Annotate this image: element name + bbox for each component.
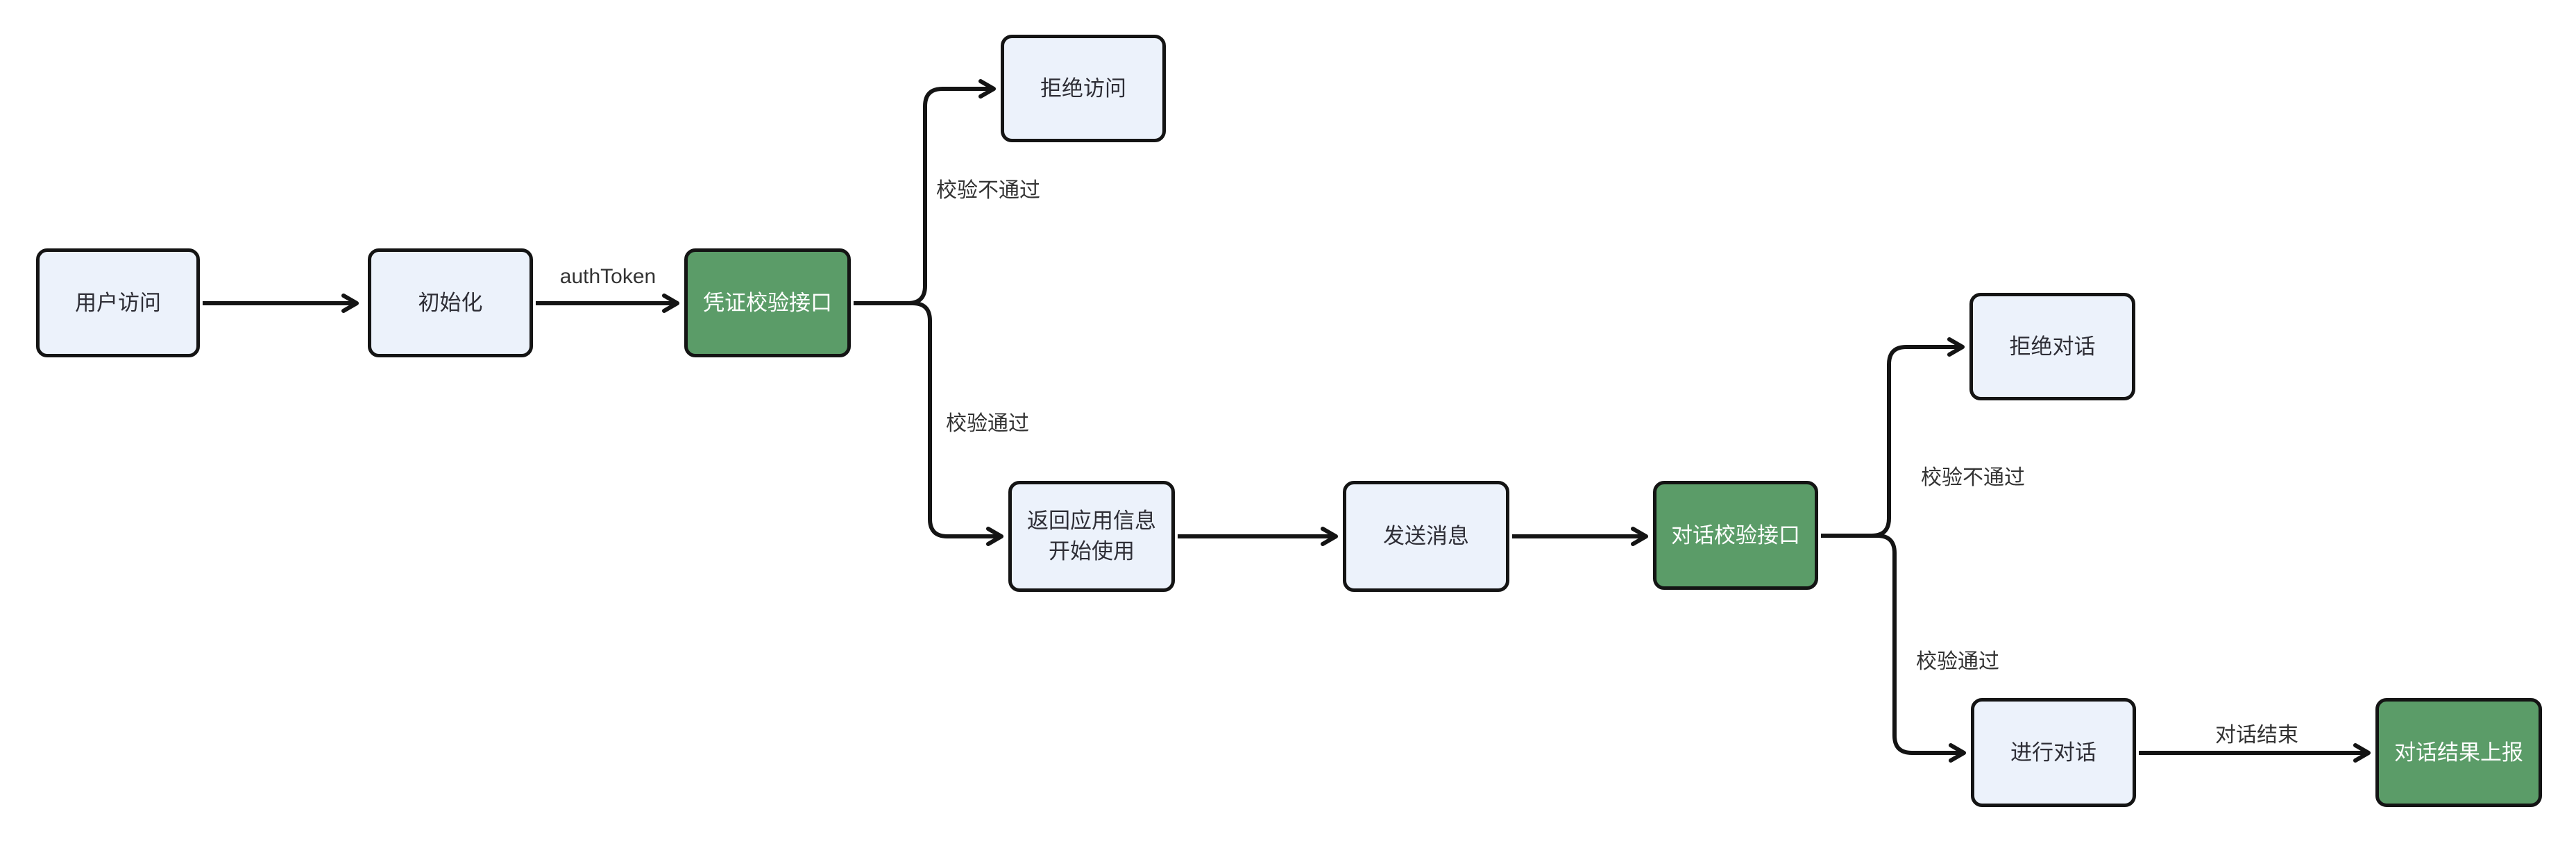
edge-dialog-check-to-do-dialog [1821,534,1966,763]
edge-credential-check-to-return-app-info [854,301,1003,546]
node-report-result: 对话结果上报 [2375,698,2542,807]
edge-label-authtoken: authToken [557,265,659,289]
node-return-app-info: 返回应用信息 开始使用 [1008,481,1175,592]
edge-dialog-check-to-deny-dialog [1821,337,1965,538]
node-dialog-check-api-label: 对话校验接口 [1671,523,1800,547]
node-dialog-check-api: 对话校验接口 [1653,481,1818,590]
node-send-message-label: 发送消息 [1383,524,1469,548]
node-init: 初始化 [368,248,533,357]
node-deny-dialog: 拒绝对话 [1969,293,2135,400]
edge-label-check-pass-1: 校验通过 [943,406,1032,436]
node-return-app-info-label-line2: 开始使用 [1049,539,1135,563]
node-init-label: 初始化 [418,290,483,315]
node-user-access-label: 用户访问 [75,290,161,315]
node-credential-check-api: 凭证校验接口 [684,248,851,357]
node-do-dialog: 进行对话 [1971,698,2136,807]
edge-label-check-fail-2: 校验不通过 [1918,460,2028,491]
edge-label-check-pass-2: 校验通过 [1913,644,2002,674]
edge-label-check-fail-1: 校验不通过 [933,173,1043,203]
node-user-access: 用户访问 [36,248,200,357]
node-deny-access: 拒绝访问 [1001,35,1166,142]
node-return-app-info-label-line1: 返回应用信息 [1027,509,1156,533]
node-credential-check-api-label: 凭证校验接口 [703,290,832,315]
edge-label-dialog-end: 对话结束 [2212,717,2301,748]
node-deny-access-label: 拒绝访问 [1040,76,1126,101]
node-deny-dialog-label: 拒绝对话 [2009,334,2096,359]
node-send-message: 发送消息 [1343,481,1509,592]
node-do-dialog-label: 进行对话 [2010,740,2096,765]
node-report-result-label: 对话结果上报 [2394,740,2523,765]
